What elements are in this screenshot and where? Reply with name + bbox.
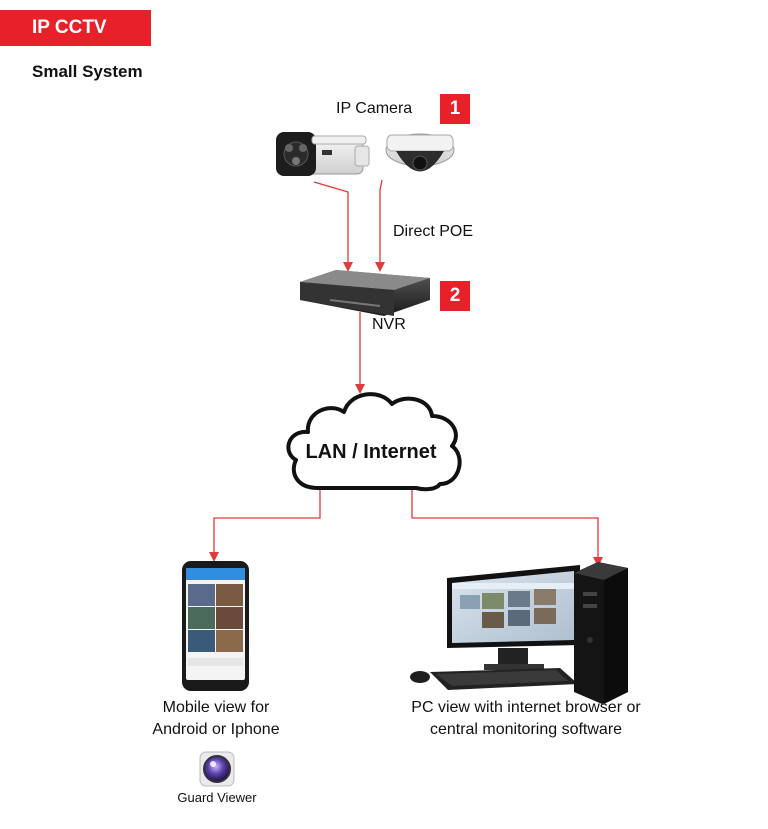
cloud-icon [286, 392, 462, 492]
step-badge-camera-number: 1 [449, 98, 461, 119]
pc-view-label-line2: central monitoring software [429, 721, 623, 738]
step-badge-camera: 1 [440, 94, 470, 124]
guard-viewer-label: Guard Viewer [177, 790, 257, 805]
bullet-camera-icon [276, 132, 370, 176]
nvr-label: NVR [372, 316, 406, 333]
subtitle: Small System [32, 62, 143, 81]
step-badge-nvr: 2 [440, 281, 470, 311]
step-badge-nvr-number: 2 [449, 285, 461, 306]
title-banner: IP CCTV [0, 10, 151, 46]
connector-lines [209, 179, 603, 567]
pc-tower-icon [574, 562, 628, 704]
dome-camera-to-nvr-line [375, 179, 385, 272]
cloud-to-mobile-line [209, 488, 321, 562]
pc-view-label: PC view with internet browser or central… [396, 697, 656, 741]
guard-viewer-app-icon [199, 751, 235, 787]
mobile-view-label-line1: Mobile view for [162, 699, 270, 716]
cloud-to-pc-line [411, 488, 603, 567]
camera-label: IP Camera [336, 100, 413, 117]
network-label: LAN / Internet [305, 441, 437, 463]
direct-poe-label: Direct POE [393, 223, 474, 240]
mouse-icon [410, 671, 430, 683]
pc-view-label-line1: PC view with internet browser or [411, 699, 641, 716]
keyboard-icon [430, 668, 578, 690]
mobile-view-label-line2: Android or Iphone [152, 721, 280, 738]
mobile-phone-icon [182, 561, 249, 691]
mobile-view-label: Mobile view for Android or Iphone [136, 697, 296, 741]
banner-label: IP CCTV [32, 17, 107, 38]
pc-monitor-icon [447, 565, 580, 670]
dome-camera-icon [385, 133, 455, 172]
nvr-device-icon [300, 270, 430, 316]
bullet-camera-to-nvr-line [313, 181, 353, 272]
